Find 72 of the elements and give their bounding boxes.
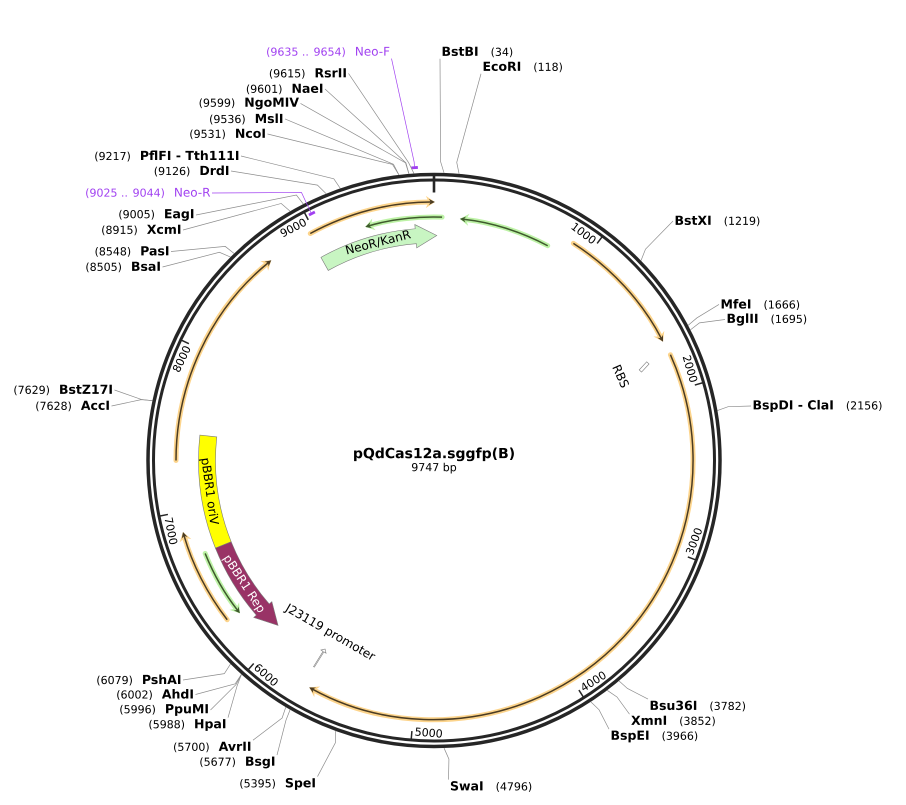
leader-line (111, 399, 153, 406)
site-label: (7629) BstZ17I (14, 384, 112, 396)
site-label: (8915) XcmI (102, 224, 180, 236)
site-label: (6002) AhdI (117, 689, 193, 700)
site-label: (5996) PpuMI (120, 704, 208, 716)
leader-line (348, 73, 414, 174)
leader-line (162, 252, 231, 268)
leader-line (228, 674, 242, 718)
leader-line (690, 319, 726, 330)
primer-label: (9635 .. 9654) Neo-F (267, 46, 390, 58)
leader-line (240, 156, 341, 189)
site-label: (5395) SpeI (240, 778, 315, 790)
leader-line (300, 103, 410, 174)
leader-line (440, 58, 444, 174)
site-label: BstXI (1219) (676, 216, 760, 226)
site-label: (8505) BsaI (86, 262, 160, 272)
site-label: (5677) BsgI (200, 756, 274, 768)
leader-line (717, 406, 752, 411)
site-label: (9005) EagI (119, 209, 194, 221)
leader-line (252, 706, 286, 741)
site-label: (7628) AccI (36, 400, 109, 412)
leader-line (212, 192, 312, 214)
tick-label: 2000 (682, 355, 698, 382)
leader-line (688, 304, 720, 326)
site-label: (9536) MslI (210, 114, 282, 124)
tick-label: 7000 (164, 517, 178, 544)
site-label: Bsu36I (3782) (650, 700, 746, 712)
tick-label: 8000 (172, 346, 190, 372)
leader-line (590, 701, 610, 730)
primer-label: (9025 .. 9044) Neo-R (86, 188, 210, 198)
leader-line (267, 134, 400, 176)
leader-line (196, 194, 304, 216)
site-label: XmnI (3852) (631, 716, 715, 726)
tick-label: 3000 (686, 528, 702, 555)
feature-label: RBS (612, 364, 629, 388)
site-label: MfeI (1666) (722, 299, 800, 310)
leader-line (182, 203, 290, 230)
leader-line (317, 730, 336, 777)
leader-line (391, 58, 415, 167)
site-label: (9601) NaeI (246, 84, 322, 94)
tick-label: 5000 (415, 728, 442, 738)
leader-line (444, 748, 450, 780)
site-label: (9599) NgoMIV (200, 98, 299, 110)
site-label: (9615) RsrII (270, 68, 346, 79)
leader-line (618, 680, 648, 700)
site-label: BspEI (3966) (612, 730, 698, 742)
leader-line (230, 170, 327, 194)
leader-line (210, 674, 242, 710)
leader-line (284, 118, 400, 176)
leader-line (640, 220, 674, 261)
tick-label: 9000 (280, 218, 306, 237)
leader-line (276, 709, 290, 756)
feature-band: pBBR1 oriV (198, 434, 232, 548)
site-label: (5988) HpaI (149, 719, 226, 731)
site-label: (9217) PflFI - Tth111I (95, 150, 238, 162)
leader-line (182, 664, 231, 680)
leader-line (170, 246, 234, 254)
leader-line (195, 674, 242, 695)
site-label: BstBI (34) (442, 46, 512, 58)
site-label: BspDI - ClaI (2156) (754, 400, 882, 412)
tick-label: 4000 (582, 672, 606, 690)
leader-line (606, 690, 630, 715)
site-label: EcoRI (118) (484, 62, 562, 72)
site-label: BglII (1695) (728, 313, 806, 326)
site-label: (9531) NcoI (190, 128, 265, 140)
site-label: (8548) PasI (96, 246, 168, 257)
site-label: SwaI (4796) (450, 781, 532, 792)
primer-mark (411, 166, 418, 170)
site-label: (5700) AvrII (174, 742, 250, 752)
site-label: (6079) PshAI (97, 674, 180, 686)
leader-line (456, 73, 482, 174)
site-label: (9126) DrdI (154, 166, 228, 176)
